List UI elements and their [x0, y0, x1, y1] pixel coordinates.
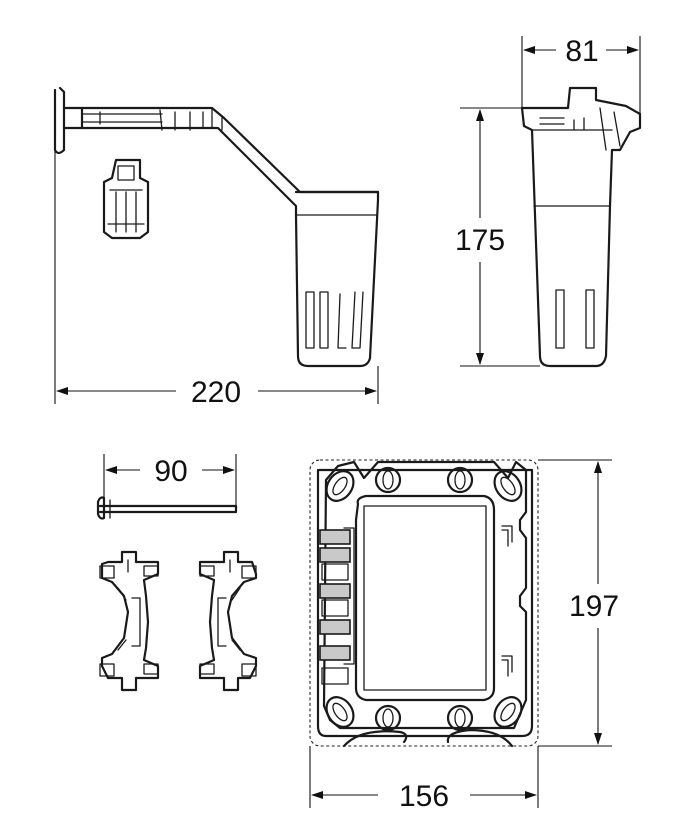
dimension-label-81: 81 [565, 35, 598, 68]
dimension-175: 175 [455, 107, 540, 367]
dimension-220: 220 [54, 150, 379, 409]
frame-front-view [309, 459, 539, 748]
box-side-view [520, 86, 642, 368]
dimension-81: 81 [521, 35, 641, 114]
dimension-label-156: 156 [399, 780, 449, 813]
dimension-label-90: 90 [154, 455, 187, 488]
dimension-197: 197 [538, 459, 619, 747]
rod-part [96, 496, 238, 520]
dimension-156: 156 [309, 746, 539, 813]
clip-part [102, 158, 150, 240]
dimension-label-220: 220 [191, 376, 241, 409]
dimension-90: 90 [103, 454, 237, 506]
mounting-holes [325, 466, 523, 732]
dimension-label-197: 197 [569, 590, 619, 623]
clip-left [99, 550, 160, 692]
dimension-label-175: 175 [455, 224, 505, 257]
clip-right [198, 550, 258, 692]
side-latches [319, 525, 513, 685]
bracket-side-view [53, 86, 380, 368]
